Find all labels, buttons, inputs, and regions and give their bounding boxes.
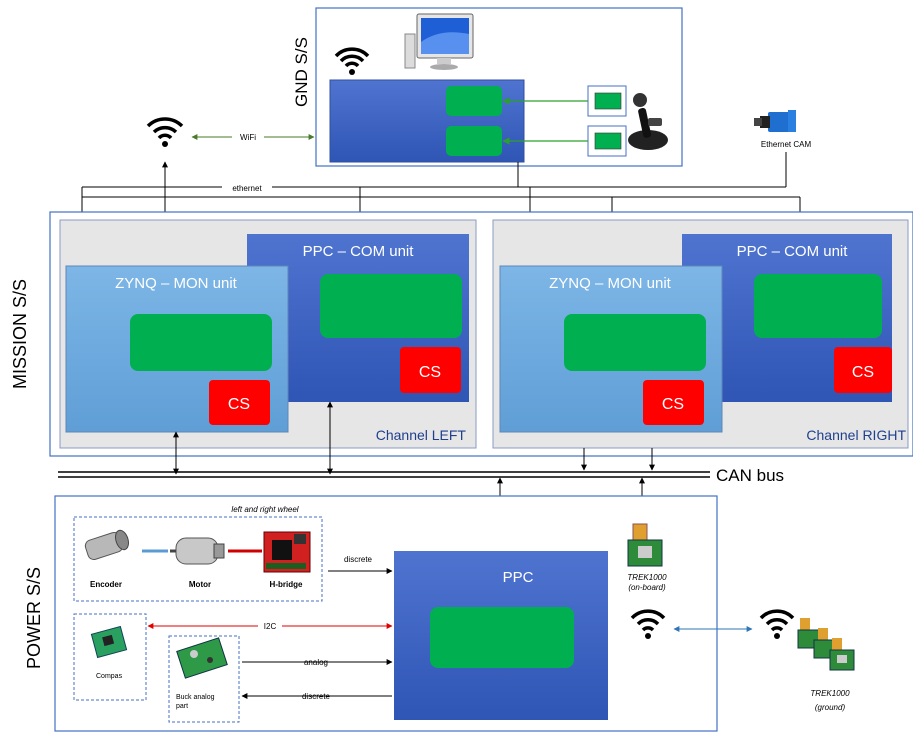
gnd-subsystem: GND S/S: [292, 7, 683, 167]
ppc-com-label: PPC – COM unit: [303, 243, 415, 260]
power-subsystem: POWER S/S left and right wheel Encoder M…: [24, 495, 718, 732]
buck-label-line2: part: [176, 703, 188, 710]
can-bus: [58, 471, 710, 478]
cs-label: CS: [419, 364, 441, 381]
h-bridge-label: H-bridge: [270, 580, 303, 589]
mission-subsystem: MISSION S/S PPC – COM unit CS ZYNQ – MON…: [10, 211, 913, 457]
wifi-icon: [146, 117, 184, 147]
motor-icon: [170, 537, 225, 565]
zynq-mon-label: ZYNQ – MON unit: [549, 275, 672, 292]
i2c-label: I2C: [264, 622, 277, 631]
cs-label: CS: [852, 364, 874, 381]
green-block: [130, 314, 272, 371]
trek-ground-label-2: (ground): [815, 703, 846, 712]
mission-label: MISSION S/S: [10, 279, 30, 389]
green-block: [320, 274, 462, 338]
encoder-label: Encoder: [90, 580, 122, 589]
channel-right: PPC – COM unit CS ZYNQ – MON unit CS Cha…: [492, 219, 909, 449]
green-block: [594, 132, 622, 150]
buck-board-icon: [176, 637, 228, 679]
discrete-bottom-label: discrete: [302, 692, 331, 701]
motor-label: Motor: [189, 580, 211, 589]
compass-module-icon: [90, 625, 128, 659]
trek-onboard-label-1: TREK1000: [627, 573, 667, 582]
ethernet-camera: Ethernet CAM: [754, 110, 811, 149]
cs-block: [209, 380, 270, 425]
wifi-label: WiFi: [240, 133, 256, 142]
cs-block: [834, 347, 892, 393]
cs-block: [643, 380, 704, 425]
can-bus-label: CAN bus: [716, 466, 784, 485]
green-block: [754, 274, 882, 338]
desktop-computer-icon: [404, 13, 474, 70]
green-block: [430, 607, 574, 668]
trek-onboard-label-2: (on-board): [628, 583, 666, 592]
camera-icon: [754, 110, 796, 132]
discrete-top-label: discrete: [344, 555, 373, 564]
wifi-icon: [759, 609, 795, 639]
trek1000-ground-icon: [797, 618, 855, 671]
h-bridge-icon: [263, 531, 311, 573]
channel-right-title: Channel RIGHT: [806, 427, 906, 443]
channel-left: PPC – COM unit CS ZYNQ – MON unit CS Cha…: [59, 219, 477, 449]
gnd-label: GND S/S: [292, 37, 311, 107]
wifi-icon: [630, 609, 666, 639]
ppc-label: PPC: [503, 569, 534, 586]
buck-label-line1: Buck analog: [176, 694, 215, 701]
power-label: POWER S/S: [24, 567, 44, 669]
camera-label: Ethernet CAM: [761, 140, 812, 149]
wheel-group-label: left and right wheel: [231, 505, 298, 514]
cs-label: CS: [662, 396, 684, 413]
green-block: [594, 92, 622, 110]
trek-ground-label-1: TREK1000: [810, 689, 850, 698]
channel-left-title: Channel LEFT: [376, 427, 467, 443]
ethernet-label: ethernet: [232, 184, 262, 193]
trek1000-onboard-icon: [627, 523, 663, 567]
cs-label: CS: [228, 396, 250, 413]
wifi-icon: [334, 47, 370, 75]
zynq-mon-label: ZYNQ – MON unit: [115, 275, 238, 292]
ppc-com-label: PPC – COM unit: [737, 243, 849, 260]
compass-label: Compas: [96, 673, 123, 680]
analog-label: analog: [304, 658, 328, 667]
wifi-link: WiFi: [146, 117, 315, 147]
joystick-icon: [628, 93, 668, 150]
green-block: [564, 314, 706, 371]
cs-block: [400, 347, 461, 393]
green-block: [446, 126, 502, 156]
encoder-icon: [84, 529, 129, 561]
green-block: [446, 86, 502, 116]
